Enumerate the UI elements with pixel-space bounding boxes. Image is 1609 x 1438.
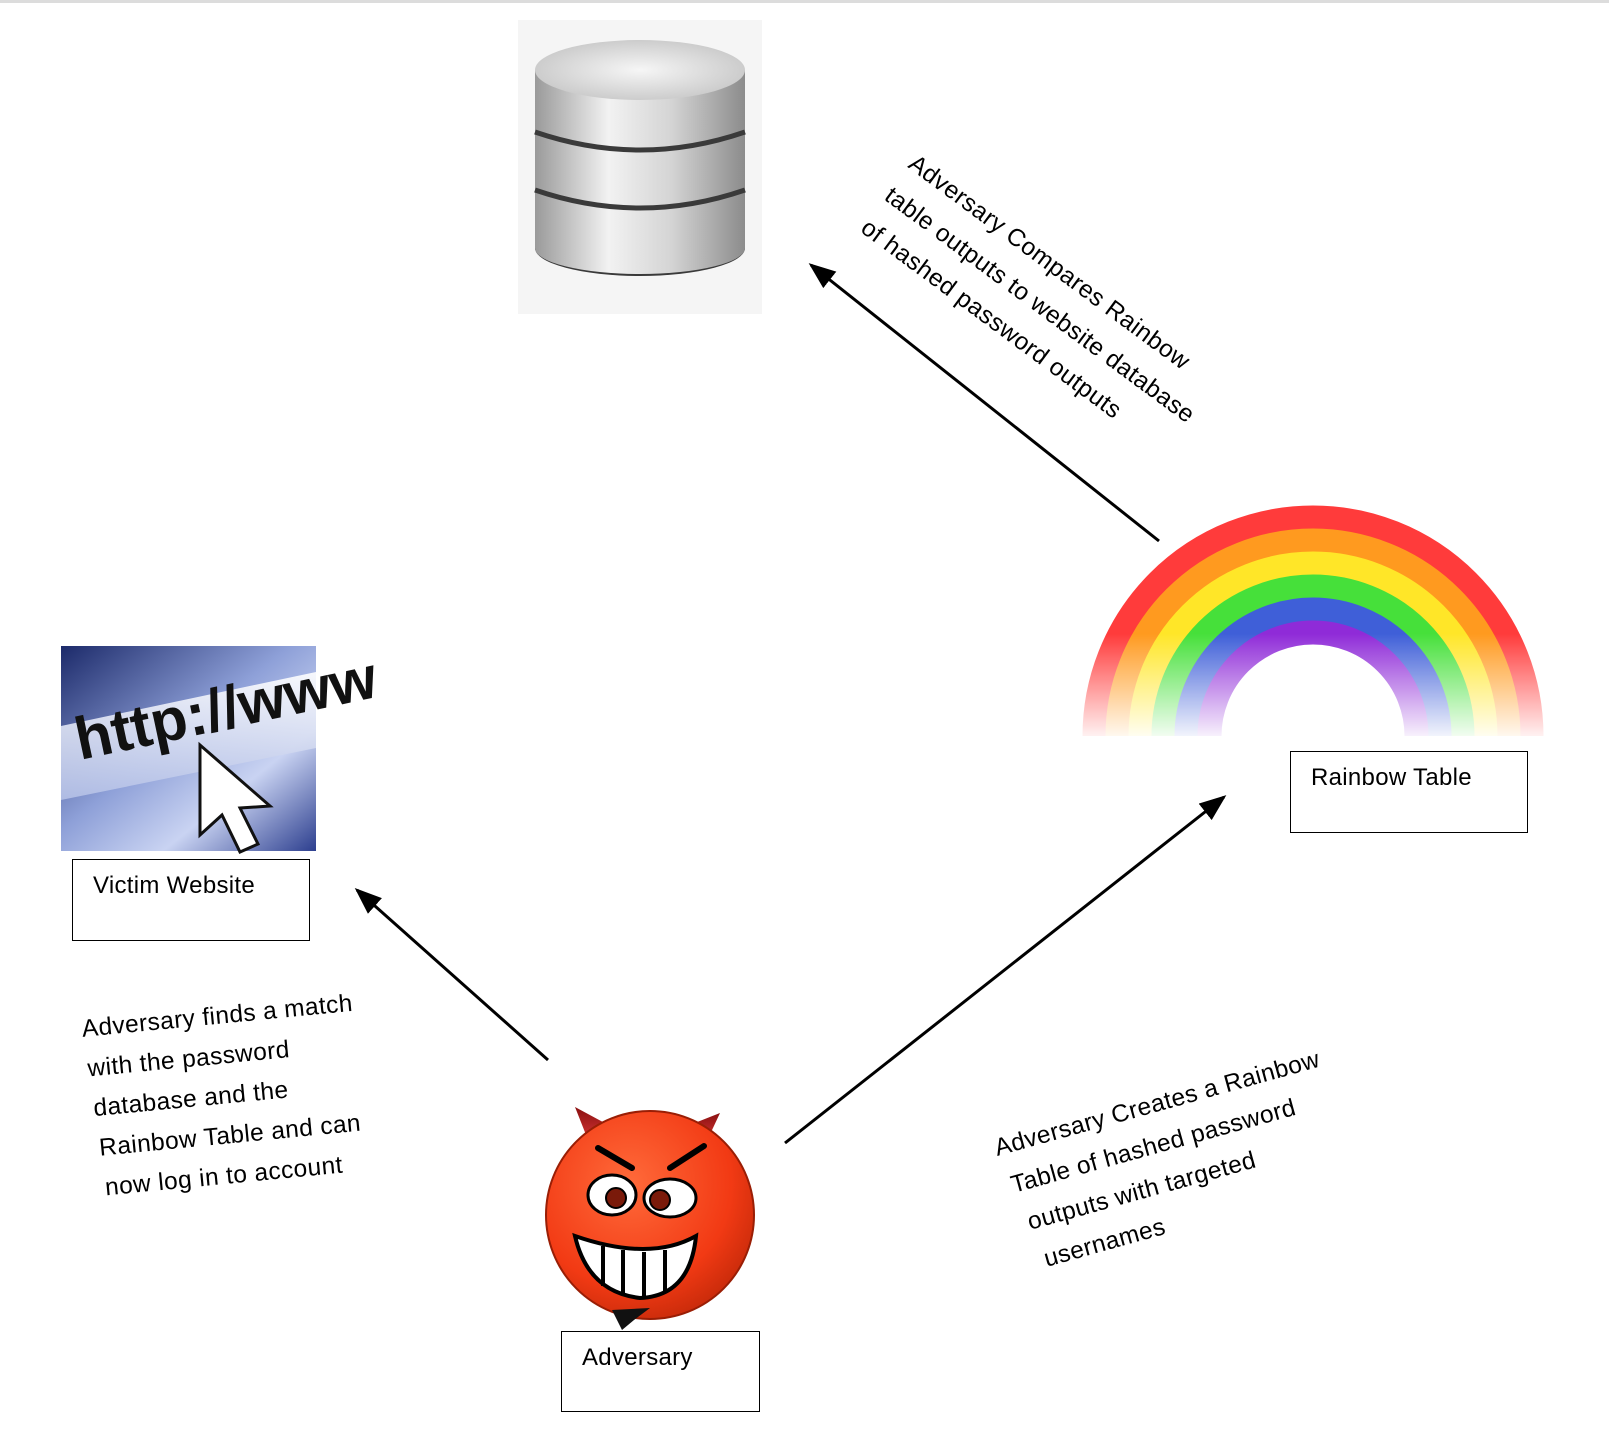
adversary-label: Adversary [582, 1344, 693, 1371]
rainbow-table-label-box: Rainbow Table [1290, 751, 1528, 833]
adversary-label-box: Adversary [561, 1331, 760, 1412]
victim-website-label-box: Victim Website [72, 859, 310, 941]
rainbow-fade [1081, 506, 1545, 738]
rainbow-icon [1081, 505, 1545, 738]
flow-arrows [354, 263, 1227, 1145]
victim-website-label: Victim Website [93, 872, 256, 899]
database-icon [518, 20, 762, 314]
arrow-rainbow-to-database [808, 263, 1160, 543]
rainbow-table-label: Rainbow Table [1311, 764, 1472, 791]
devil-face-icon [545, 1107, 755, 1330]
caption-match: Adversary finds a match with the passwor… [80, 984, 370, 1209]
browser-url-icon: http://www [61, 643, 383, 854]
top-border [0, 0, 1609, 3]
arrow-adversary-to-website [354, 888, 549, 1062]
arrow-adversary-to-rainbow [784, 795, 1227, 1145]
